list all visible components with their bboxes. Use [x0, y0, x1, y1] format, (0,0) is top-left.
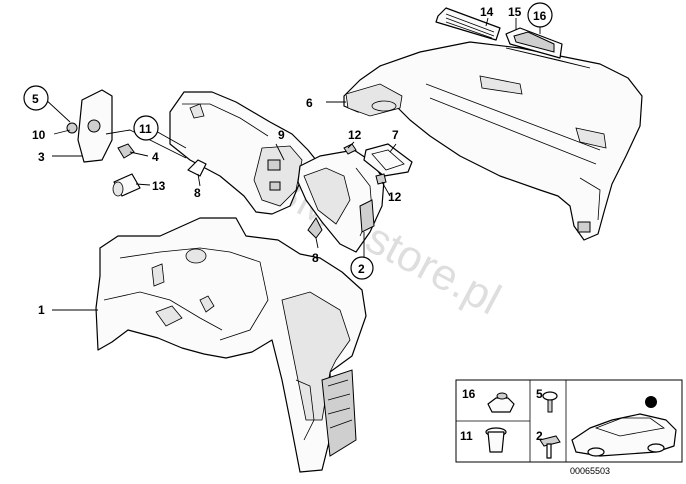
callout-4: 4 [152, 150, 159, 164]
callout-12-lower: 12 [388, 190, 402, 204]
callout-3: 3 [38, 150, 45, 164]
callout-15: 15 [508, 5, 522, 19]
callout-2: 2 [350, 256, 374, 280]
callout-4-label: 4 [152, 150, 159, 164]
part-6-parcel-shelf [343, 41, 643, 241]
part-12-clip-lower [375, 173, 387, 185]
callout-3-label: 3 [38, 150, 45, 164]
part-4-clip [117, 143, 135, 159]
callout-15-label: 15 [508, 5, 522, 19]
part-8-clip-lower [307, 217, 323, 239]
part-14-vent-grille [435, 7, 501, 41]
inset-car-icon [571, 396, 677, 457]
callout-11: 11 [133, 115, 159, 141]
part-9-side-trim-right [297, 149, 385, 253]
callout-14-label: 14 [480, 5, 494, 19]
inset-label-11: 11 [460, 429, 473, 443]
location-marker-icon [645, 396, 657, 408]
callout-11-label: 11 [139, 122, 152, 136]
part-3-cover-plate [66, 89, 113, 163]
callout-8-upper: 8 [194, 186, 201, 200]
inset-label-2: 2 [536, 429, 543, 443]
part-9-upper-trim-panel [169, 91, 317, 215]
part-13-sleeve [112, 173, 141, 197]
inset-panel: 16 5 11 2 [455, 379, 683, 463]
callout-12-upper: 12 [348, 128, 362, 142]
part-8-clip-upper [187, 159, 207, 177]
callout-14: 14 [480, 5, 494, 19]
callout-16-label: 16 [533, 9, 547, 23]
callout-5: 5 [23, 85, 49, 111]
part-1-trunk-side-trim [95, 217, 367, 473]
callout-6: 6 [306, 96, 313, 110]
callout-7: 7 [392, 128, 399, 142]
callout-10-label: 10 [32, 128, 46, 142]
callout-8a-label: 8 [194, 186, 201, 200]
callout-13-label: 13 [152, 179, 166, 193]
callout-1-label: 1 [38, 303, 45, 317]
inset-clip-2-icon [539, 435, 561, 459]
grille-guide-line [505, 47, 591, 69]
inset-nut-16-icon [487, 392, 515, 413]
callout-1: 1 [38, 303, 45, 317]
part-12-clip-upper [343, 143, 357, 155]
callout-12a-label: 12 [348, 128, 362, 142]
callout-2-label: 2 [358, 262, 365, 276]
part-7-trim-plate [363, 143, 413, 177]
callout-16: 16 [527, 2, 553, 28]
callout-13: 13 [152, 179, 166, 193]
diagram-id: 00065503 [570, 466, 610, 476]
callout-9-label: 9 [278, 128, 285, 142]
callout-8-lower: 8 [312, 251, 319, 265]
inset-screw-5-icon [542, 391, 558, 413]
inset-grommet-11-icon [485, 427, 507, 453]
inset-label-16: 16 [462, 387, 476, 401]
callout-8b-label: 8 [312, 251, 319, 265]
part-15-vent-grille [505, 27, 563, 59]
callout-5-label: 5 [32, 92, 39, 106]
callout-9: 9 [278, 128, 285, 142]
callout-10: 10 [32, 128, 46, 142]
callout-12b-label: 12 [388, 190, 402, 204]
inset-label-5: 5 [536, 387, 543, 401]
callout-7-label: 7 [392, 128, 399, 142]
callout-6-label: 6 [306, 96, 313, 110]
